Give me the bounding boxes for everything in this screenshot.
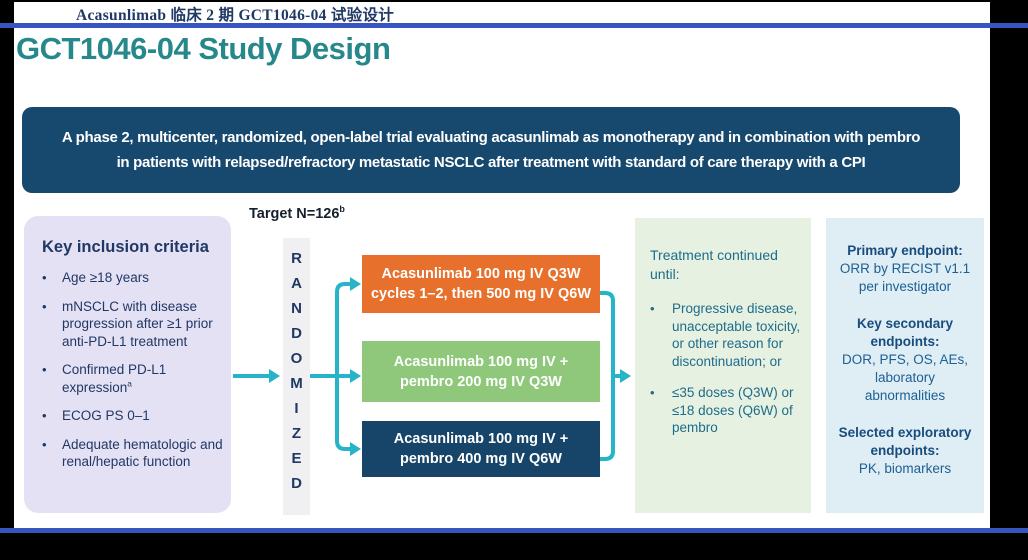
randomized-strip: R A N D O M I Z E D	[283, 238, 310, 515]
arms-merge-bracket	[600, 291, 615, 461]
arrowhead-icon	[350, 442, 361, 456]
chinese-header-title: Acasunlimab 临床 2 期 GCT1046-04 试验设计	[76, 7, 395, 24]
treatment-heading: Treatment continued until:	[650, 247, 778, 282]
endpoint-section-secondary: Key secondary endpoints: DOR, PFS, OS, A…	[834, 315, 976, 405]
randomized-letter: O	[290, 350, 303, 367]
endpoint-body: PK, biomarkers	[858, 461, 952, 476]
endpoint-heading: Primary endpoint:	[847, 243, 963, 258]
arm-box-acasunlimab-mono: Acasunlimab 100 mg IV Q3W cycles 1–2, th…	[362, 255, 600, 313]
bullet-icon: •	[42, 298, 47, 314]
endpoint-section-primary: Primary endpoint: ORR by RECIST v1.1 per…	[834, 242, 976, 296]
arm-box-combo-q3w: Acasunlimab 100 mg IV + pembro 200 mg IV…	[362, 341, 600, 402]
arm-text-line: Acasunlimab 100 mg IV +	[393, 431, 569, 447]
bullet-icon: •	[42, 362, 47, 377]
endpoint-body: ORR by RECIST v1.1 per investigator	[839, 261, 971, 294]
randomized-letter: E	[291, 450, 302, 467]
randomized-letter: A	[291, 275, 302, 292]
target-n-text: Target N=126	[249, 206, 340, 222]
arrowhead-icon	[620, 369, 631, 383]
list-item: • Progressive disease, unacceptable toxi…	[650, 300, 801, 370]
trial-summary-banner: A phase 2, multicenter, randomized, open…	[22, 107, 960, 193]
inclusion-heading: Key inclusion criteria	[42, 238, 209, 256]
list-item: • Confirmed PD-L1 expressiona	[42, 361, 223, 396]
slide-body: GCT1046-04 Study Design A phase 2, multi…	[14, 28, 990, 528]
randomized-letter: D	[291, 325, 302, 342]
randomized-letter: N	[291, 300, 302, 317]
bullet-icon: •	[42, 436, 47, 452]
bullet-icon: •	[650, 301, 655, 316]
inclusion-item-text: Confirmed PD-L1 expressiona	[62, 361, 223, 396]
banner-line-2: in patients with relapsed/refractory met…	[116, 154, 866, 171]
arm-box-combo-q6w: Acasunlimab 100 mg IV + pembro 400 mg IV…	[362, 421, 600, 477]
arm-text-line: pembro 400 mg IV Q6W	[400, 451, 562, 467]
endpoint-body: DOR, PFS, OS, AEs, laboratory abnormalit…	[841, 352, 969, 403]
randomized-letter: D	[291, 475, 302, 492]
endpoints-box: Primary endpoint: ORR by RECIST v1.1 per…	[826, 218, 984, 513]
target-n-superscript: b	[339, 204, 345, 215]
bottom-blue-rule	[0, 528, 1028, 533]
banner-line-1: A phase 2, multicenter, randomized, open…	[61, 129, 921, 146]
list-item: • Age ≥18 years	[42, 269, 223, 287]
list-item: • ≤35 doses (Q3W) or ≤18 doses (Q6W) of …	[650, 384, 801, 437]
bullet-icon: •	[42, 270, 47, 285]
list-item: • ECOG PS 0–1	[42, 407, 223, 425]
inclusion-item-text: Age ≥18 years	[62, 270, 149, 285]
arrowhead-icon	[350, 277, 361, 291]
randomized-letter: I	[294, 400, 299, 417]
randomized-branch-bracket	[335, 282, 351, 451]
list-item: • mNSCLC with disease progression after …	[42, 298, 223, 351]
endpoint-heading: Selected exploratory endpoints:	[838, 425, 972, 458]
arrowhead-icon	[269, 369, 280, 383]
endpoint-section-exploratory: Selected exploratory endpoints: PK, biom…	[834, 424, 976, 478]
arm-text-line: cycles 1–2, then 500 mg IV Q6W	[370, 286, 592, 302]
randomized-letter: R	[291, 250, 302, 267]
arm-text-line: pembro 200 mg IV Q3W	[400, 373, 562, 390]
bullet-icon: •	[650, 385, 655, 400]
inclusion-item-text-main: Confirmed PD-L1 expression	[62, 362, 167, 395]
inclusion-item-text: Adequate hematologic and renal/hepatic f…	[62, 436, 223, 470]
key-inclusion-criteria-box: Key inclusion criteria • Age ≥18 years •…	[24, 216, 231, 513]
top-blue-rule	[0, 23, 1028, 28]
arm-text-line: Acasunlimab 100 mg IV +	[393, 353, 569, 370]
inclusion-item-text: mNSCLC with disease progression after ≥1…	[62, 298, 213, 349]
footnote-superscript: a	[127, 378, 132, 388]
treatment-item-text: ≤35 doses (Q3W) or ≤18 doses (Q6W) of pe…	[672, 385, 794, 435]
top-header-strip: Acasunlimab 临床 2 期 GCT1046-04 试验设计	[14, 2, 990, 24]
inclusion-item-text: ECOG PS 0–1	[62, 408, 150, 423]
treatment-item-text: Progressive disease, unacceptable toxici…	[672, 301, 801, 369]
treatment-continued-box: Treatment continued until: • Progressive…	[635, 218, 811, 513]
list-item: • Adequate hematologic and renal/hepatic…	[42, 436, 223, 471]
arrowhead-icon	[350, 369, 361, 383]
randomized-letter: M	[290, 375, 303, 392]
endpoint-heading: Key secondary endpoints:	[856, 316, 954, 349]
randomized-letter: Z	[291, 425, 302, 442]
target-n-label: Target N=126b	[249, 204, 345, 222]
slide-title: GCT1046-04 Study Design	[16, 31, 391, 66]
arm-text-line: Acasunlimab 100 mg IV Q3W	[381, 266, 581, 282]
bullet-icon: •	[42, 408, 47, 423]
